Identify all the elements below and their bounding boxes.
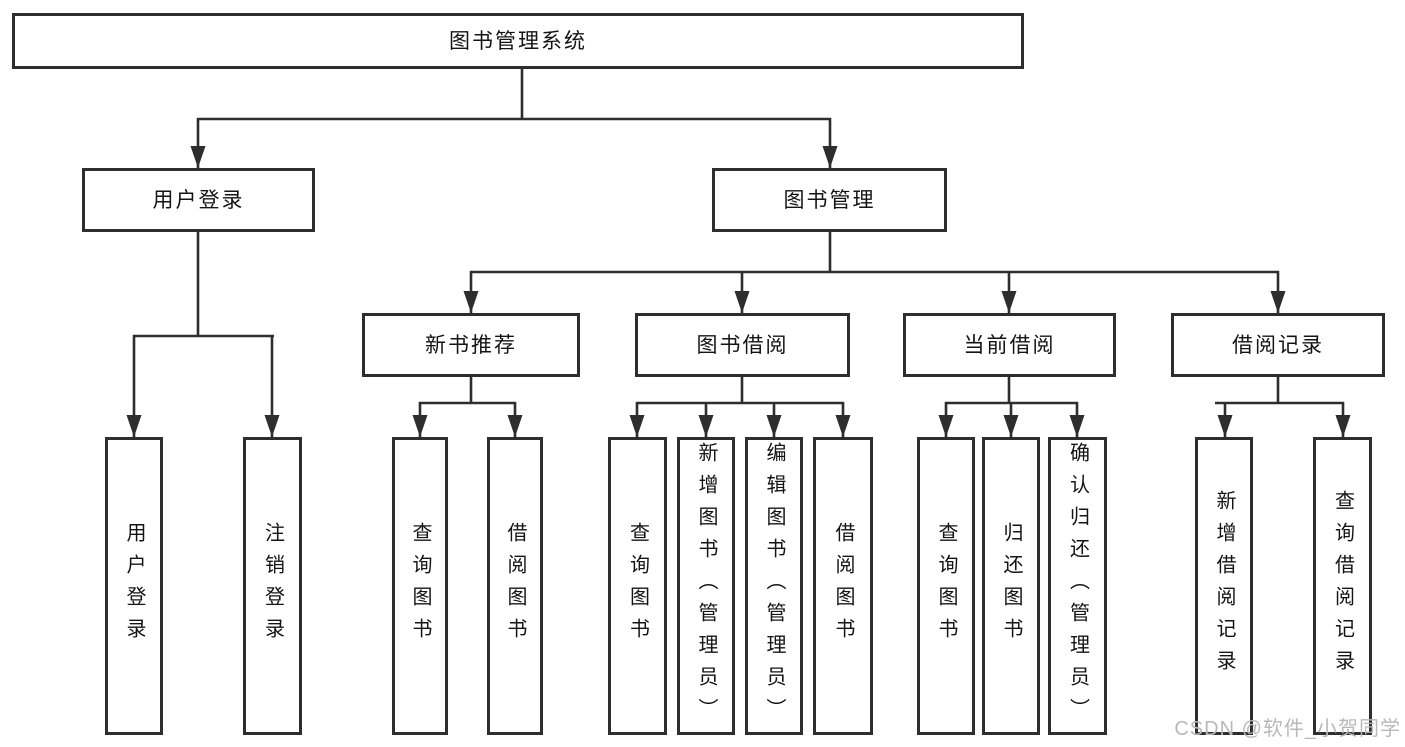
node-user-login: 用户登录 (82, 168, 315, 232)
node-root-system: 图书管理系统 (12, 13, 1024, 69)
connector-new-books-children (412, 377, 523, 437)
node-leaf-records-add: 新增借阅记录 (1195, 437, 1253, 735)
node-current-borrow: 当前借阅 (903, 313, 1116, 377)
node-leaf-bookborrow-add-admin: 新增图书（管理员） (677, 437, 735, 735)
node-new-books: 新书推荐 (362, 313, 580, 377)
connector-book-borrow-children (629, 377, 851, 437)
csdn-watermark: CSDN @软件_小贺同学 (1174, 718, 1401, 740)
node-leaf-current-return: 归还图书 (982, 437, 1040, 735)
node-borrow-records: 借阅记录 (1171, 313, 1385, 377)
node-leaf-bookborrow-query: 查询图书 (608, 437, 667, 735)
node-leaf-records-query: 查询借阅记录 (1313, 437, 1372, 735)
node-leaf-bookborrow-borrow: 借阅图书 (813, 437, 873, 735)
node-leaf-newbooks-query: 查询图书 (392, 437, 448, 735)
connector-current-borrow-children (938, 377, 1085, 437)
node-book-borrow: 图书借阅 (635, 313, 850, 377)
connector-user-login-children (126, 232, 280, 437)
connector-book-mgmt-to-level3 (463, 232, 1286, 313)
connector-borrow-records-children (1215, 377, 1351, 437)
node-leaf-bookborrow-edit-admin: 编辑图书（管理员） (745, 437, 803, 735)
node-book-mgmt: 图书管理 (712, 168, 947, 232)
node-leaf-user-login: 用户登录 (105, 437, 163, 735)
node-leaf-logout: 注销登录 (243, 437, 302, 735)
node-leaf-newbooks-borrow: 借阅图书 (487, 437, 543, 735)
node-leaf-current-query: 查询图书 (917, 437, 975, 735)
node-leaf-current-confirm-admin: 确认归还（管理员） (1048, 437, 1107, 735)
connector-root-to-level2 (190, 69, 838, 168)
